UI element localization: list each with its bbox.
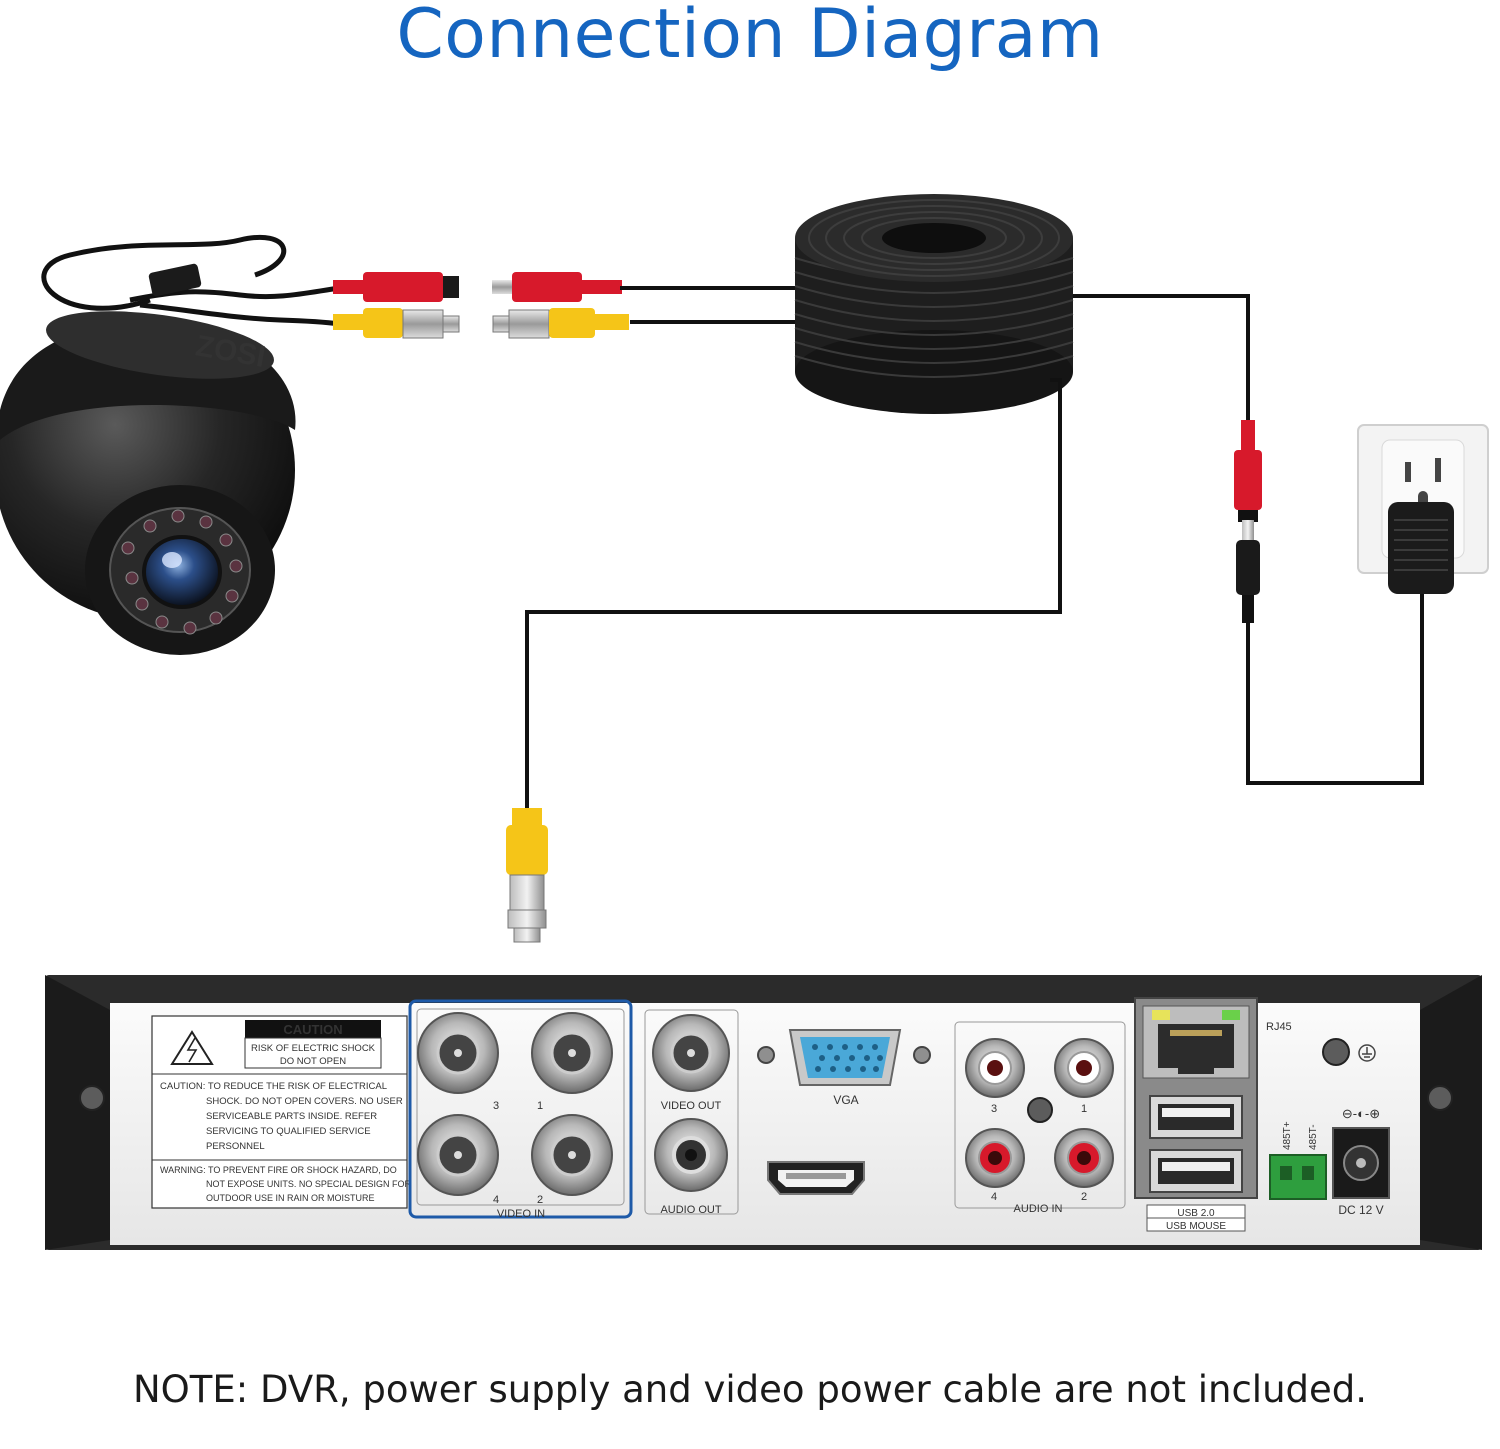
camera-lens: [142, 535, 222, 609]
audio-out-label: AUDIO OUT: [660, 1204, 721, 1216]
dome-camera: ZOSI: [0, 234, 341, 655]
hdmi-port[interactable]: [767, 1161, 865, 1195]
power-adapter: [1388, 502, 1454, 594]
cable-dc-male-connector: [492, 272, 622, 302]
dvr-rear-panel: CAUTION RISK OF ELECTRIC SHOCK DO NOT OP…: [45, 975, 1482, 1250]
screw-icon: [1027, 1097, 1053, 1123]
video-out-port[interactable]: [652, 1014, 730, 1092]
power-dc-female: [1234, 420, 1262, 522]
ground-screw-icon: [1322, 1038, 1350, 1066]
usb-port[interactable]: [1149, 1149, 1243, 1193]
video-in-highlight: [408, 999, 633, 1219]
rs485-terminal[interactable]: [1269, 1154, 1327, 1200]
caution-text-line: SERVICEABLE PARTS INSIDE. REFER: [206, 1111, 377, 1122]
audio-in-port[interactable]: [1054, 1038, 1114, 1098]
caution-label: CAUTION RISK OF ELECTRIC SHOCK DO NOT OP…: [151, 1015, 412, 1209]
camera-bnc-connector: [333, 308, 460, 339]
mount-screws: [79, 1085, 1453, 1111]
cable-bnc-connector: [492, 308, 629, 339]
audio-in-port-number: 4: [991, 1191, 997, 1203]
network-usb-stack: USB 2.0 USB MOUSE: [1134, 997, 1258, 1232]
dvr-bnc-plug: [506, 808, 548, 943]
audio-in-port-number: 2: [1081, 1191, 1087, 1203]
vga-port[interactable]: [757, 1029, 931, 1086]
video-in-label: VIDEO IN: [497, 1208, 545, 1220]
video-in-port[interactable]: [417, 1012, 499, 1094]
rs485-minus-label: 485T-: [1308, 1124, 1319, 1150]
dc-power-jack[interactable]: [1332, 1127, 1390, 1199]
vga-label: VGA: [833, 1093, 858, 1107]
camera-dc-female-connector: [333, 272, 459, 302]
video-cable: [525, 378, 1062, 815]
warning-text-line: WARNING: TO PREVENT FIRE OR SHOCK HAZARD…: [160, 1165, 397, 1175]
video-in-group: 3 1 4 2 VIDEO IN: [408, 999, 633, 1220]
usb-port[interactable]: [1149, 1095, 1243, 1139]
ir-leds: [121, 509, 243, 635]
caution-text-line: CAUTION: TO REDUCE THE RISK OF ELECTRICA…: [160, 1081, 387, 1092]
video-in-port-number: 1: [537, 1100, 543, 1112]
audio-in-port[interactable]: [1054, 1128, 1114, 1188]
caution-text-line: PERSONNEL: [206, 1141, 265, 1152]
power-cable: [1073, 294, 1250, 425]
page-title: Connection Diagram: [396, 0, 1104, 74]
video-audio-out-group: VIDEO OUT AUDIO OUT: [644, 1009, 739, 1216]
rj45-label: RJ45: [1266, 1021, 1292, 1033]
video-in-port-number: 2: [537, 1194, 543, 1206]
caution-heading: CAUTION: [283, 1022, 342, 1037]
audio-in-label: AUDIO IN: [1014, 1203, 1063, 1215]
video-in-port-number: 3: [493, 1100, 499, 1112]
ground-icon: [1358, 1044, 1376, 1062]
audio-out-port[interactable]: [654, 1118, 728, 1192]
video-in-port[interactable]: [531, 1012, 613, 1094]
warning-text-line: OUTDOOR USE IN RAIN OR MOISTURE: [206, 1193, 375, 1203]
video-in-port-number: 4: [493, 1194, 499, 1206]
adapter-cord: [1246, 590, 1424, 785]
warning-text-line: NOT EXPOSE UNITS. NO SPECIAL DESIGN FOR: [206, 1179, 412, 1189]
dc-label: DC 12 V: [1338, 1203, 1383, 1217]
caution-badge-line2: DO NOT OPEN: [280, 1056, 346, 1067]
audio-in-port[interactable]: [965, 1038, 1025, 1098]
camera-video-lead: [139, 302, 341, 327]
audio-in-port-number: 1: [1081, 1103, 1087, 1115]
hazard-triangle-icon: [170, 1030, 214, 1065]
caution-text-line: SERVICING TO QUALIFIED SERVICE: [206, 1126, 371, 1137]
power-dc-male: [1236, 520, 1260, 623]
video-in-port[interactable]: [417, 1114, 499, 1196]
caution-badge-line1: RISK OF ELECTRIC SHOCK: [251, 1043, 376, 1054]
audio-in-port-number: 3: [991, 1103, 997, 1115]
siamese-cable-coil: [620, 194, 1074, 414]
usb-mouse-label: USB MOUSE: [1166, 1221, 1226, 1232]
video-in-port[interactable]: [531, 1114, 613, 1196]
note-text: NOTE: DVR, power supply and video power …: [132, 1368, 1368, 1411]
rs485-plus-label: 485T+: [1282, 1121, 1293, 1150]
video-out-label: VIDEO OUT: [661, 1100, 722, 1112]
usb-label: USB 2.0: [1177, 1208, 1215, 1219]
rj45-port[interactable]: [1142, 1005, 1250, 1079]
audio-in-group: 3 1 4 2 AUDIO IN: [954, 1021, 1126, 1215]
caution-text-line: SHOCK. DO NOT OPEN COVERS. NO USER: [206, 1096, 403, 1107]
polarity-label: ⊖-◐-⊕: [1342, 1106, 1380, 1121]
audio-in-port[interactable]: [965, 1128, 1025, 1188]
